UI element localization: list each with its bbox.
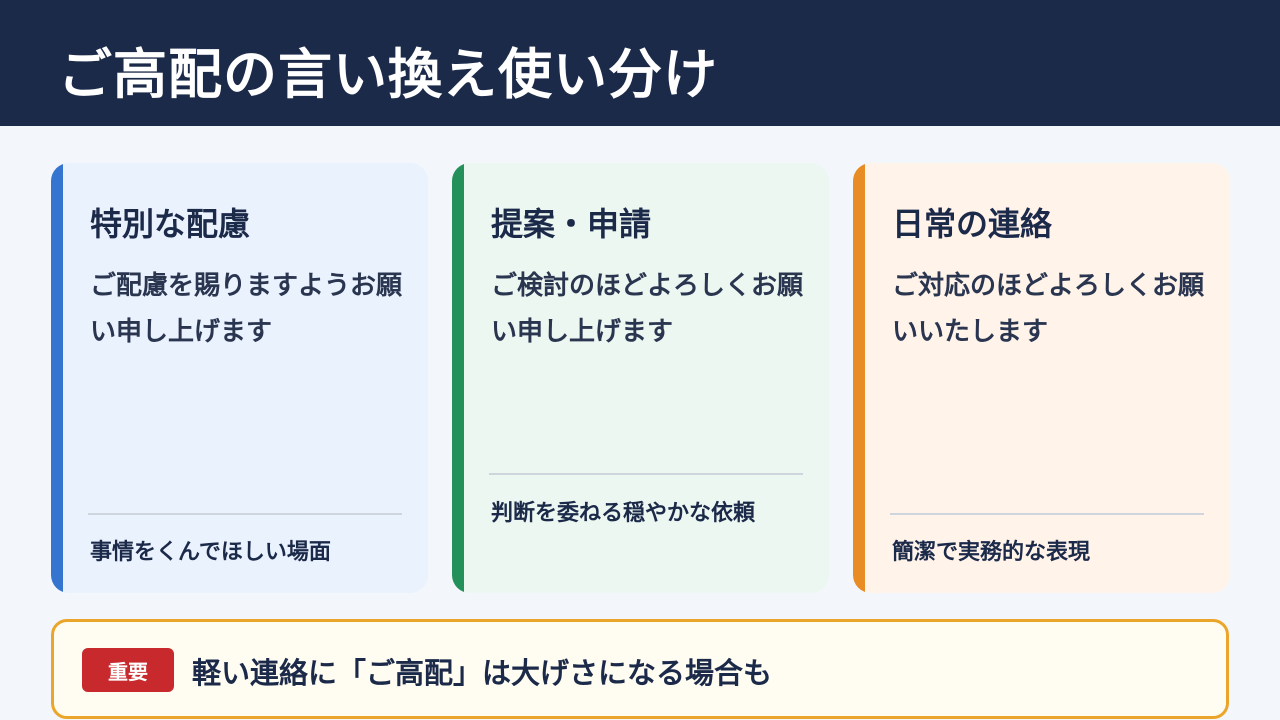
important-badge: 重要 — [82, 648, 174, 692]
card-phrase: ご対応のほどよろしくお願いいたします — [892, 271, 1205, 347]
card-phrase: ご配慮を賜りますようお願い申し上げます — [90, 271, 403, 347]
card-special-consideration: 特別な配慮 ご配慮を賜りますようお願い申し上げます 事情をくんでほしい場面 — [51, 163, 428, 593]
card-title: 提案・申請 — [491, 205, 652, 243]
card-note: 簡潔で実務的な表現 — [892, 540, 1091, 565]
card-divider — [890, 513, 1204, 515]
card-accent-bar — [452, 163, 464, 593]
page-title: ご高配の言い換え使い分け — [58, 43, 718, 106]
card-title: 日常の連絡 — [892, 205, 1053, 243]
card-note: 事情をくんでほしい場面 — [90, 540, 331, 565]
card-phrase: ご検討のほどよろしくお願い申し上げます — [491, 271, 804, 347]
banner-text: 軽い連絡に「ご高配」は大げさになる場合も — [192, 656, 773, 690]
card-daily-contact: 日常の連絡 ご対応のほどよろしくお願いいたします 簡潔で実務的な表現 — [853, 163, 1230, 593]
important-banner: 重要 軽い連絡に「ご高配」は大げさになる場合も — [51, 619, 1229, 719]
card-title: 特別な配慮 — [90, 205, 251, 243]
card-divider — [88, 513, 402, 515]
card-accent-bar — [51, 163, 63, 593]
card-note: 判断を委ねる穏やかな依頼 — [491, 501, 756, 526]
header-bar: ご高配の言い換え使い分け — [0, 0, 1280, 126]
card-divider — [489, 473, 803, 475]
card-proposal-application: 提案・申請 ご検討のほどよろしくお願い申し上げます 判断を委ねる穏やかな依頼 — [452, 163, 829, 593]
card-accent-bar — [853, 163, 865, 593]
